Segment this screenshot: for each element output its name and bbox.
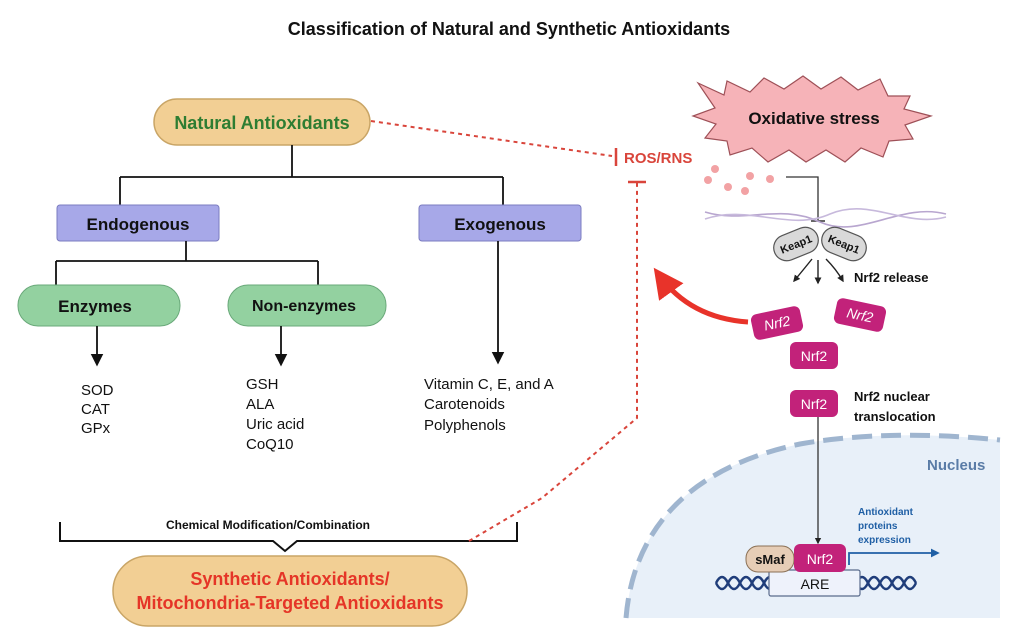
nucleus-membrane xyxy=(623,432,1001,619)
smaf-label: sMaf xyxy=(755,552,785,567)
ros-rns-label: ROS/RNS xyxy=(624,150,692,167)
exogenous-box xyxy=(418,204,582,242)
ros-particles xyxy=(704,165,774,195)
non-enzyme-items-list: GSH ALA Uric acid CoQ10 xyxy=(246,376,304,453)
synthetic-label-line1: Synthetic Antioxidants/ xyxy=(190,569,389,589)
list-item: Polyphenols xyxy=(424,417,506,434)
list-item: Carotenoids xyxy=(424,396,505,413)
nucleus-label: Nucleus xyxy=(927,457,985,474)
synthetic-label-line2: Mitochondria-Targeted Antioxidants xyxy=(136,593,443,613)
nrf2-nuclear-pill xyxy=(794,544,846,572)
svg-text:Nrf2: Nrf2 xyxy=(845,304,874,325)
natural-antioxidants-label: Natural Antioxidants xyxy=(174,113,349,133)
inhibition-bars xyxy=(614,148,646,184)
nucleus-body xyxy=(626,435,1000,618)
nrf2-pill-center: Nrf2 xyxy=(790,342,838,369)
list-item: GPx xyxy=(81,420,111,437)
non-enzymes-label: Non-enzymes xyxy=(252,298,356,315)
expression-arrow xyxy=(848,548,940,565)
oxidative-stress-label: Oxidative stress xyxy=(748,109,879,128)
feedback-arrow xyxy=(653,267,749,325)
list-item: Uric acid xyxy=(246,416,304,433)
tree-connectors-top xyxy=(119,145,504,205)
nrf2-pill-right: Nrf2 xyxy=(833,298,887,332)
list-item: CAT xyxy=(81,401,110,418)
natural-antioxidants-box xyxy=(153,98,371,146)
expression-label-line2: proteins xyxy=(858,521,898,532)
modification-bracket xyxy=(59,522,518,553)
tree-arrows xyxy=(90,241,505,367)
exogenous-items-list: Vitamin C, E, and A Carotenoids Polyphen… xyxy=(424,376,554,434)
expression-label-line1: Antioxidant xyxy=(858,507,914,518)
translocation-label-line2: translocation xyxy=(854,409,936,424)
svg-text:Nrf2: Nrf2 xyxy=(801,348,828,364)
enzyme-items-list: SOD CAT GPx xyxy=(81,382,114,437)
exogenous-label: Exogenous xyxy=(454,215,546,234)
svg-text:Nrf2: Nrf2 xyxy=(801,396,828,412)
page-title: Classification of Natural and Synthetic … xyxy=(288,19,730,39)
ros-keap1-inhibition xyxy=(786,176,819,221)
keap1-right: Keap1 xyxy=(821,226,867,262)
list-item: ALA xyxy=(246,396,274,413)
are-label: ARE xyxy=(801,576,830,592)
endogenous-box xyxy=(56,204,220,242)
translocation-label-line1: Nrf2 nuclear xyxy=(854,389,930,404)
modification-label: Chemical Modification/Combination xyxy=(166,518,370,532)
oxidative-stress-burst xyxy=(691,75,934,163)
synthetic-antioxidants-box xyxy=(112,555,468,627)
enzymes-label: Enzymes xyxy=(58,297,132,316)
nrf2-pill-left: Nrf2 xyxy=(750,306,804,340)
nrf2-pill-translocating: Nrf2 xyxy=(790,390,838,417)
svg-text:Nrf2: Nrf2 xyxy=(762,312,791,333)
nrf2-release-arrows xyxy=(793,258,844,285)
endogenous-label: Endogenous xyxy=(87,215,190,234)
list-item: GSH xyxy=(246,376,279,393)
list-item: Vitamin C, E, and A xyxy=(424,376,554,393)
inhibition-lines xyxy=(370,120,638,542)
dna-helix xyxy=(714,575,918,591)
tree-connectors-mid xyxy=(55,241,319,285)
nrf2-release-label: Nrf2 release xyxy=(854,270,928,285)
list-item: SOD xyxy=(81,382,114,399)
list-item: CoQ10 xyxy=(246,436,294,453)
enzymes-box xyxy=(17,284,181,327)
non-enzymes-box xyxy=(227,284,387,327)
membrane-strands xyxy=(704,208,947,228)
nrf2-nuclear-label: Nrf2 xyxy=(807,551,834,567)
keap1-left: Keap1 xyxy=(773,226,819,262)
expression-label-line3: expression xyxy=(858,535,911,546)
